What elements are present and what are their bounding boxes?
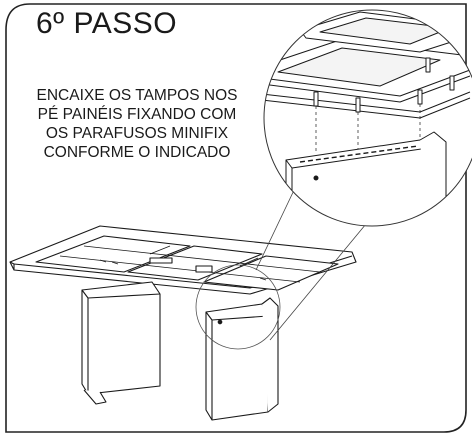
instruction-line-1: ENCAIXE OS TAMPOS NOS: [36, 87, 238, 104]
step-title: 6º PASSO: [36, 7, 178, 40]
instruction-line-3: OS PARAFUSOS MINIFIX: [45, 125, 229, 142]
step-frame: [5, 3, 467, 433]
table-assembly: [9, 225, 357, 421]
right-leg-panel: [205, 303, 269, 421]
instruction-line-2: PÉ PAINÉIS FIXANDO COM: [37, 106, 237, 123]
tabletop-panel-left: [35, 235, 191, 273]
zoom-detail: [264, 10, 472, 226]
instruction-text: ENCAIXE OS TAMPOS NOS PÉ PAINÉIS FIXANDO…: [0, 86, 274, 162]
zoom-detail-circle: [263, 9, 472, 227]
instruction-line-4: CONFORME O INDICADO: [43, 144, 231, 161]
left-leg-panel: [81, 281, 161, 395]
detail-magnifier-circle: [195, 264, 281, 350]
tabletop-panel-mid: [127, 245, 263, 281]
tabletop-panel-right: [203, 255, 339, 291]
